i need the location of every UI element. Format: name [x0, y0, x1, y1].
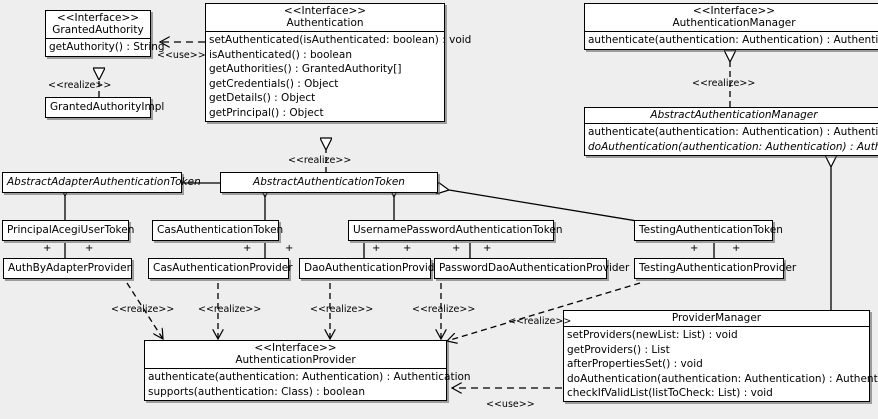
class-name-label: AbstractAuthenticationToken — [253, 176, 405, 188]
edge-label-realize-passworddaoprovider: <<realize>> — [412, 304, 476, 315]
class-name-label: GrantedAuthorityImpl — [50, 101, 165, 113]
class-name-label: GrantedAuthority — [52, 24, 144, 37]
class-box-abstract-authentication-manager[interactable]: AbstractAuthenticationManager authentica… — [584, 107, 878, 157]
stereotype-label: <<Interface>> — [56, 12, 140, 24]
class-box-auth-by-adapter-provider[interactable]: AuthByAdapterProvider — [3, 258, 132, 279]
assoc-marker-plus: + — [43, 243, 52, 254]
class-box-granted-authority-impl[interactable]: GrantedAuthorityImpl — [45, 97, 165, 118]
edge-label-realize-grantedauthorityimpl: <<realize>> — [48, 80, 112, 91]
edge-label-realize-abstractauthenticationtoken: <<realize>> — [288, 155, 352, 166]
stereotype-label: <<Interface>> — [692, 5, 776, 17]
edge-label-use-authentication-grantedauthority: <<use>> — [157, 50, 206, 61]
assoc-marker-plus: + — [372, 243, 381, 254]
class-name-label: AbstractAuthenticationManager — [650, 109, 818, 121]
method-checkifvalidlist: checkIfValidList(listToCheck: List) : vo… — [567, 387, 773, 399]
assoc-marker-plus: + — [452, 243, 461, 254]
class-name-label: PasswordDaoAuthenticationProvider — [439, 262, 630, 274]
class-box-provider-manager[interactable]: ProviderManager setProviders(newList: Li… — [563, 310, 878, 403]
class-box-testing-authentication-provider[interactable]: TestingAuthenticationProvider — [634, 258, 797, 279]
edge-label-realize-daoauthenticationprovider: <<realize>> — [310, 304, 374, 315]
method-setauthenticated: setAuthenticated(isAuthenticated: boolea… — [209, 34, 472, 47]
class-header-authentication-manager: <<Interface>> AuthenticationManager — [585, 4, 878, 31]
class-header-abstract-authentication-manager: AbstractAuthenticationManager — [585, 108, 878, 123]
class-box-username-password-authentication-token[interactable]: UsernamePasswordAuthenticationToken — [348, 220, 563, 241]
class-box-principal-acegi-user-token[interactable]: PrincipalAcegiUserToken — [2, 220, 135, 241]
class-name-label: TestingAuthenticationToken — [639, 224, 783, 236]
methods-compartment: getAuthority() : String — [46, 38, 165, 55]
class-box-dao-authentication-provider[interactable]: DaoAuthenticationProvider — [299, 258, 446, 279]
assoc-marker-plus: + — [85, 243, 94, 254]
methods-compartment: authenticate(authentication: Authenticat… — [145, 368, 471, 400]
class-header-granted-authority: <<Interface>> GrantedAuthority — [46, 11, 150, 38]
methods-compartment: authenticate(authentication: Authenticat… — [585, 123, 878, 155]
class-box-authentication-manager[interactable]: <<Interface>> AuthenticationManager auth… — [584, 3, 878, 50]
assoc-marker-plus: + — [690, 243, 699, 254]
class-name-label: AbstractAdapterAuthenticationToken — [7, 176, 201, 188]
class-box-authentication-provider[interactable]: <<Interface>> AuthenticationProvider aut… — [144, 340, 471, 402]
class-name-label: CasAuthenticationToken — [157, 224, 284, 236]
class-box-authentication[interactable]: <<Interface>> Authentication setAuthenti… — [205, 3, 472, 123]
assoc-marker-plus: + — [732, 243, 741, 254]
class-name-label: DaoAuthenticationProvider — [304, 262, 446, 274]
methods-compartment: authenticate(authentication: Authenticat… — [585, 31, 878, 48]
method-afterpropertiesset: afterPropertiesSet() : void — [567, 358, 703, 371]
class-box-password-dao-authentication-provider[interactable]: PasswordDaoAuthenticationProvider — [434, 258, 630, 279]
class-box-granted-authority[interactable]: <<Interface>> GrantedAuthority getAuthor… — [45, 10, 165, 57]
edge-label-realize-casauthenticationprovider: <<realize>> — [198, 304, 262, 315]
class-name-label: PrincipalAcegiUserToken — [7, 224, 135, 236]
assoc-marker-plus: + — [483, 243, 492, 254]
class-name-label: UsernamePasswordAuthenticationToken — [353, 224, 563, 236]
assoc-marker-plus: + — [285, 243, 294, 254]
class-name-label: Authentication — [286, 17, 364, 30]
class-box-abstract-authentication-token[interactable]: AbstractAuthenticationToken — [220, 172, 438, 193]
class-name-label: AuthenticationManager — [672, 17, 796, 30]
edge-label-realize-abstractauthenticationmanager: <<realize>> — [692, 78, 756, 89]
class-header-authentication: <<Interface>> Authentication — [206, 4, 444, 31]
edge-label-use-providermanager: <<use>> — [486, 399, 535, 410]
methods-compartment: setProviders(newList: List) : void getPr… — [564, 326, 878, 401]
method-authenticate: authenticate(authentication: Authenticat… — [588, 34, 878, 47]
method-doauthentication: doAuthentication(authentication: Authent… — [588, 140, 878, 153]
class-box-cas-authentication-provider[interactable]: CasAuthenticationProvider — [148, 258, 293, 279]
edge-label-realize-testingauthenticationprovider: <<realize>> — [508, 316, 572, 327]
class-header-authentication-provider: <<Interface>> AuthenticationProvider — [145, 341, 446, 368]
class-name-label: ProviderManager — [671, 312, 762, 324]
method-getproviders: getProviders() : List — [567, 343, 670, 356]
method-getcredentials: getCredentials() : Object — [209, 77, 339, 90]
method-isauthenticated: isAuthenticated() : boolean — [209, 48, 352, 61]
class-box-cas-authentication-token[interactable]: CasAuthenticationToken — [152, 220, 284, 241]
method-doauthentication: doAuthentication(authentication: Authent… — [567, 372, 878, 385]
method-setproviders: setProviders(newList: List) : void — [567, 329, 738, 342]
assoc-marker-plus: + — [403, 243, 412, 254]
assoc-marker-plus: + — [243, 243, 252, 254]
class-name-label: CasAuthenticationProvider — [153, 262, 293, 274]
class-box-testing-authentication-token[interactable]: TestingAuthenticationToken — [634, 220, 783, 241]
edge-label-realize-authbyadapterprovider: <<realize>> — [111, 304, 175, 315]
edge-generalize-testingauthenticationtoken — [449, 190, 644, 223]
method-getprincipal: getPrincipal() : Object — [209, 106, 324, 119]
class-name-label: TestingAuthenticationProvider — [639, 262, 797, 274]
class-name-label: AuthenticationProvider — [235, 354, 356, 367]
methods-compartment: setAuthenticated(isAuthenticated: boolea… — [206, 31, 472, 121]
method-authenticate: authenticate(authentication: Authenticat… — [588, 126, 878, 139]
class-header-provider-manager: ProviderManager — [564, 311, 869, 326]
stereotype-label: <<Interface>> — [283, 5, 367, 17]
method-supports: supports(authentication: Class) : boolea… — [148, 385, 365, 398]
class-box-abstract-adapter-authentication-token[interactable]: AbstractAdapterAuthenticationToken — [2, 172, 201, 193]
method-getdetails: getDetails() : Object — [209, 92, 316, 105]
method-authenticate: authenticate(authentication: Authenticat… — [148, 371, 471, 384]
stereotype-label: <<Interface>> — [254, 342, 337, 354]
method-getauthority: getAuthority() : String — [49, 41, 165, 54]
class-name-label: AuthByAdapterProvider — [8, 262, 131, 274]
method-getauthorities: getAuthorities() : GrantedAuthority[] — [209, 63, 402, 76]
